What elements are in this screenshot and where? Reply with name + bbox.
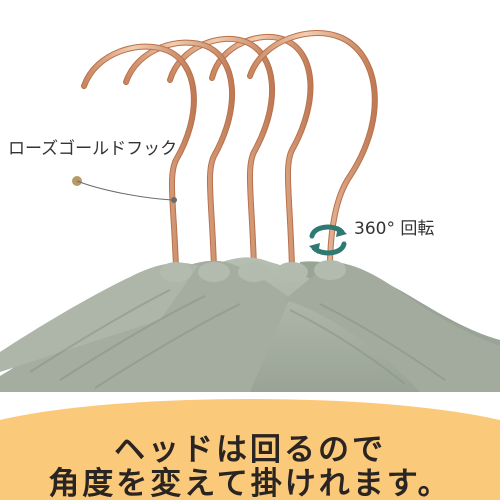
hanger-body-2 <box>0 262 198 372</box>
neck-caps <box>160 260 346 282</box>
banner-background <box>0 399 500 500</box>
hook-callout-label: ローズゴールドフック <box>8 139 178 159</box>
hook-4 <box>167 35 276 271</box>
banner-line-2: 角度を変えて掛けれます。 <box>48 466 452 502</box>
felt-ridges <box>29 289 446 389</box>
hanger-body-1 <box>284 262 500 392</box>
rotation-label: 360° 回転 <box>354 219 435 239</box>
hook-2 <box>81 43 197 271</box>
hooks <box>81 29 378 271</box>
banner-line-1: ヘッドは回るので <box>114 432 386 468</box>
callout-pointer <box>72 176 177 203</box>
hanger-body-3 <box>0 260 290 392</box>
hanger-bodies <box>0 257 500 392</box>
hook-1 <box>247 29 378 271</box>
rotate-arrows-icon <box>309 224 347 256</box>
